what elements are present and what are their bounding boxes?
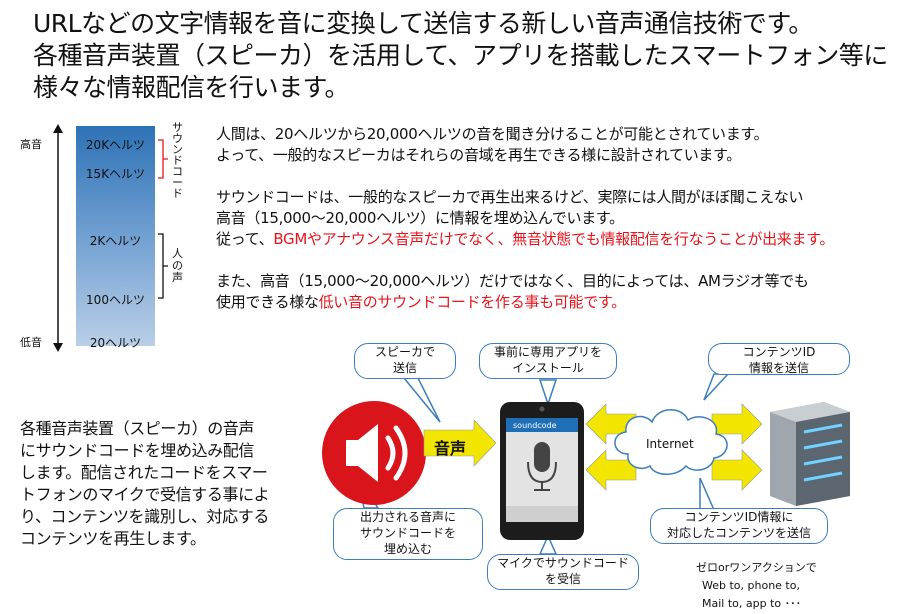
explanation-p2-line3-prefix: 従って、 [216, 230, 274, 248]
human-voice-range-label: 人の声 [172, 247, 183, 284]
explanation-p2-line3: 従って、BGMやアナウンス音声だけでなく、無音状態でも情報配信を行なうことが出来… [216, 229, 834, 250]
callout-contents-id-line-2: 情報を送信 [748, 361, 809, 375]
voice-arrow [423, 419, 497, 467]
explanation-p3-line1: また、高音（15,000～20,000ヘルツ）だけではなく、目的によっては、AM… [216, 272, 809, 290]
callout-app-tail [538, 379, 558, 407]
zero-action-line-2: Web to, phone to, [702, 579, 800, 592]
arrow-to-phone-lower [585, 449, 637, 491]
callout-speaker-line-1: スピーカで [374, 345, 435, 359]
freq-label-15k: 15Kヘルツ [85, 167, 146, 181]
explanation-p3-line2-highlight: 低い音のサウンドコードを作る事も可能です。 [318, 293, 627, 311]
frequency-axis-arrow [53, 124, 63, 352]
internet-label: Internet [646, 437, 694, 451]
internet-cloud [614, 409, 728, 475]
callout-server-line-2: 対応したコンテンツを送信 [666, 526, 811, 540]
axis-high-label: 高音 [20, 138, 42, 151]
server-icon [770, 402, 850, 506]
zero-action-line-1: ゼロorワンアクションで [696, 561, 817, 574]
explanation-p2-line3-highlight: BGMやアナウンス音声だけでなく、無音状態でも情報配信を行なうことが出来ます。 [273, 230, 835, 248]
description-line-4: トフォンのマイクで受信する事によ [20, 485, 270, 504]
description-line-5: り、コンテンツを識別し、対応する [20, 507, 269, 526]
callout-server: コンテンツID情報に 対応したコンテンツを送信 [650, 508, 828, 544]
callout-speaker-line-2: 送信 [392, 361, 417, 375]
title-line-1: URLなどの文字情報を音に変換して送信する新しい音声通信技術です。 [33, 9, 813, 38]
callout-app-line-2: インストール [512, 361, 584, 375]
callout-mic-line-2: を受信 [544, 572, 581, 586]
title-line-3: 様々な情報配信を行います。 [33, 73, 350, 102]
explanation-p1-line2: よって、一般的なスピーカはそれらの音域を再生できる様に設計されています。 [216, 146, 742, 164]
frequency-column [76, 126, 155, 346]
description-line-6: コンテンツを再生します。 [20, 529, 206, 548]
callout-output-line-1: 出力される音声に [359, 510, 456, 524]
callout-output-line-2: サウンドコードを [359, 526, 456, 540]
voice-arrow-label: 音声 [434, 439, 467, 458]
explanation-p1-line1: 人間は、20ヘルツから20,000ヘルツの音を聞き分けることが可能とされています… [216, 125, 769, 143]
description-line-2: にサウンドコードを埋め込み配信 [20, 441, 255, 460]
callout-output-line-3: 埋め込む [383, 542, 432, 556]
explanation-p2-line1: サウンドコードは、一般的なスピーカで再生出来るけど、実際には人間がほぼ聞こえない [216, 188, 804, 206]
callout-app-line-1: 事前に専用アプリを [493, 345, 602, 359]
zero-action-line-3: Mail to, app to ･･･ [702, 597, 802, 610]
callout-contents-id-line-1: コンテンツID [742, 345, 816, 359]
callout-server-line-1: コンテンツID情報に [684, 510, 794, 524]
callout-app: 事前に専用アプリを インストール [479, 343, 617, 379]
freq-label-20k: 20Kヘルツ [85, 138, 146, 152]
phone-brand-label: soundcode [513, 421, 557, 430]
callout-mic: マイクでサウンドコード を受信 [487, 554, 639, 590]
callout-mic-line-1: マイクでサウンドコード [497, 556, 629, 570]
callout-server-tail [699, 477, 716, 511]
sound-code-range-label: サウンドコード [172, 121, 183, 200]
freq-label-100: 100ヘルツ [86, 293, 145, 307]
description-line-1: 各種音声装置（スピーカ）の音声 [20, 419, 255, 438]
callout-contents-id: コンテンツID 情報を送信 [708, 343, 850, 375]
explanation-p2-line2: 高音（15,000～20,000ヘルツ）に情報を埋め込んでいます。 [216, 209, 624, 227]
range-brackets [158, 139, 168, 299]
smartphone-icon [500, 402, 584, 540]
callout-contents-id-tail [703, 373, 730, 401]
description-line-3: します。配信されたコードをスマー [20, 463, 268, 482]
callout-output: 出力される音声に サウンドコードを 埋め込む [333, 508, 483, 560]
freq-label-20: 20ヘルツ [89, 336, 142, 350]
speaker-icon [322, 401, 426, 505]
diagram-graphics [322, 373, 850, 555]
explanation-p3-line2: 使用できる様な低い音のサウンドコードを作る事も可能です。 [216, 292, 626, 313]
freq-label-2k: 2Kヘルツ [89, 234, 142, 248]
arrow-from-server [711, 449, 763, 491]
callout-speaker: スピーカで 送信 [354, 343, 456, 379]
title-line-2: 各種音声装置（スピーカ）を活用して、アプリを搭載したスマートフォン等に [33, 41, 888, 70]
axis-low-label: 低音 [20, 336, 42, 349]
explanation-p3-line2-prefix: 使用できる様な [216, 293, 319, 311]
